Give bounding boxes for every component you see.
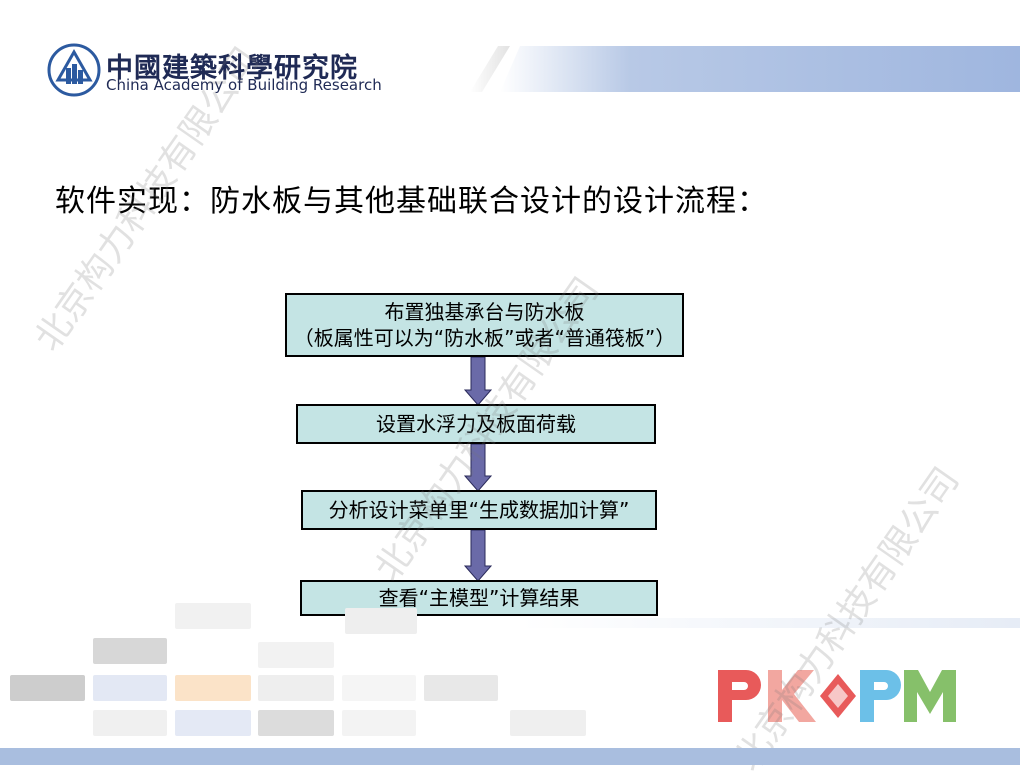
arrow-2-icon bbox=[463, 443, 493, 492]
flow-step-4: 查看“主模型”计算结果 bbox=[300, 580, 658, 616]
cabr-logo-icon bbox=[47, 43, 101, 97]
org-name-chinese: 中國建築科學研究院 bbox=[106, 53, 358, 84]
footer-stripe bbox=[0, 748, 1020, 765]
flow-step-3: 分析设计菜单里“生成数据加计算” bbox=[301, 490, 657, 530]
flow-step-2: 设置水浮力及板面荷载 bbox=[296, 404, 656, 444]
flow-step-1-line2: （板属性可以为“防水板”或者“普通筏板”） bbox=[293, 326, 676, 350]
org-name-english: China Academy of Building Research bbox=[106, 76, 382, 94]
header-band bbox=[500, 46, 1020, 92]
flow-step-4-label: 查看“主模型”计算结果 bbox=[378, 586, 580, 610]
flow-step-1: 布置独基承台与防水板 （板属性可以为“防水板”或者“普通筏板”） bbox=[285, 293, 684, 357]
arrow-3-icon bbox=[463, 529, 493, 582]
decor-band bbox=[520, 618, 1020, 628]
slide-title: 软件实现：防水板与其他基础联合设计的设计流程： bbox=[55, 184, 768, 219]
flow-step-1-line1: 布置独基承台与防水板 bbox=[384, 300, 585, 324]
flow-step-2-label: 设置水浮力及板面荷载 bbox=[376, 412, 576, 436]
arrow-1-icon bbox=[463, 356, 493, 406]
flow-step-3-label: 分析设计菜单里“生成数据加计算” bbox=[328, 498, 630, 522]
pkpm-logo-icon bbox=[718, 670, 956, 722]
